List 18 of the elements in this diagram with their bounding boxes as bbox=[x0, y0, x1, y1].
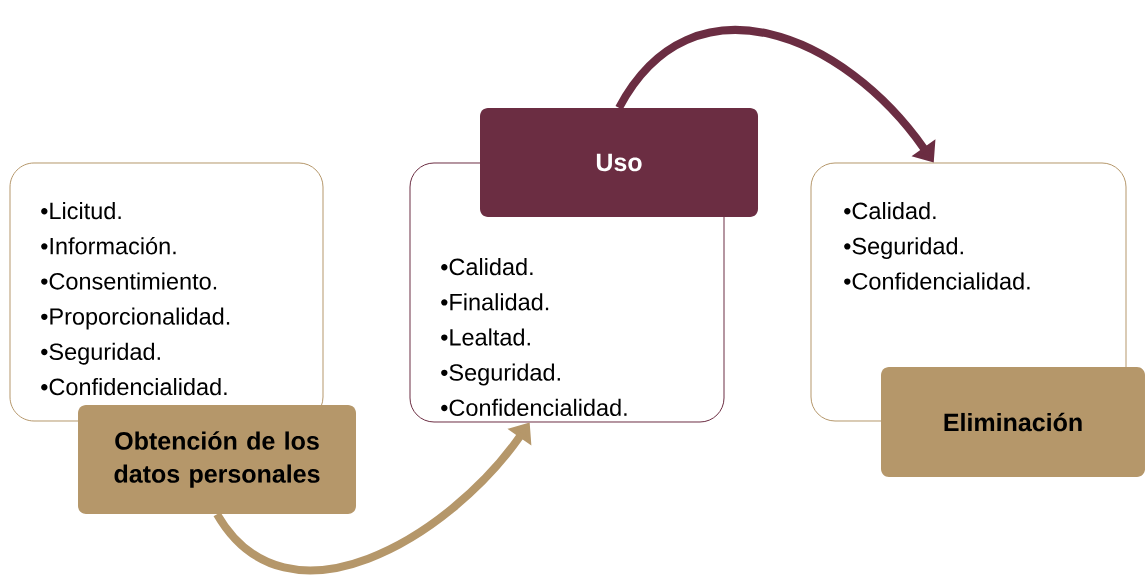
bullet-item: •Seguridad. bbox=[441, 363, 560, 386]
bullet-item: •Confidencialidad. bbox=[844, 272, 1030, 290]
bullet-item: •Proporcionalidad. bbox=[41, 307, 230, 330]
bullet-item: •Calidad. bbox=[844, 202, 936, 220]
bullet-item: •Confidencialidad. bbox=[441, 398, 627, 417]
bullet-item: •Lealtad. bbox=[441, 328, 530, 346]
bullet-item: •Seguridad. bbox=[41, 342, 160, 365]
bullet-item: •Finalidad. bbox=[441, 293, 549, 311]
bullet-item: •Licitud. bbox=[41, 202, 121, 220]
bullet-item: •Seguridad. bbox=[844, 237, 963, 260]
list-box bbox=[9, 162, 324, 422]
stage-box: Eliminación bbox=[881, 367, 1145, 477]
bullet-item: •Consentimiento. bbox=[41, 272, 217, 290]
bullet-item: •Información. bbox=[41, 236, 176, 255]
stage-box: Obtención de los datos personales bbox=[78, 405, 356, 514]
bullet-item: •Calidad. bbox=[441, 258, 533, 276]
stage-box: Uso bbox=[480, 108, 758, 217]
bullet-item: •Confidencialidad. bbox=[41, 378, 227, 396]
